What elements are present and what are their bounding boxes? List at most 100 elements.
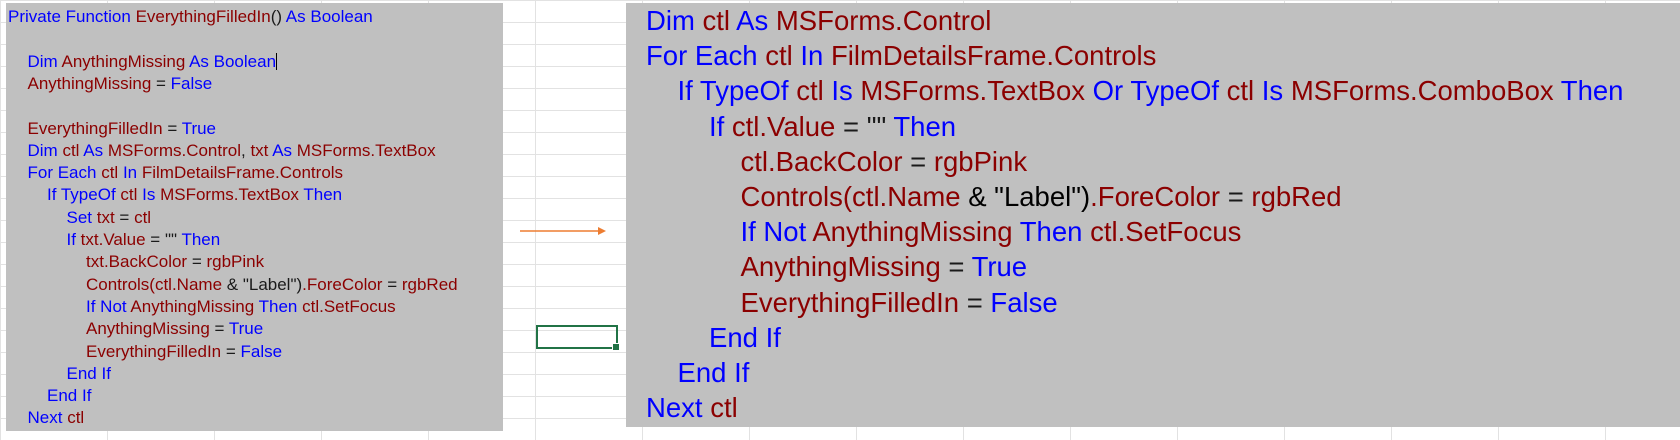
code-token: End If — [709, 321, 781, 353]
code-token: AnythingMissing — [86, 319, 215, 339]
code-token: For Each — [646, 40, 766, 72]
code-token: txt — [96, 207, 120, 227]
code-line: If Not AnythingMissing Then ctl.SetFocus — [741, 214, 1242, 249]
code-token: AnythingMissing — [812, 216, 1020, 248]
code-token: If — [709, 110, 732, 142]
code-token: EverythingFilledIn — [27, 118, 168, 138]
code-line: End If — [709, 320, 781, 355]
code-token: AnythingMissing — [130, 296, 259, 316]
code-token: ctl.SetFocus — [302, 296, 396, 316]
code-token: End If — [66, 363, 111, 383]
code-token: Is — [831, 75, 861, 107]
code-line: Next ctl — [646, 390, 738, 425]
code-token: = — [119, 207, 135, 227]
code-token: ctl — [62, 140, 84, 160]
code-line: EverythingFilledIn = False — [741, 285, 1058, 320]
code-token: .ForeColor — [302, 274, 388, 294]
code-token: .ForeColor — [1090, 181, 1228, 212]
code-token: Controls(ctl.Name — [86, 274, 227, 294]
code-line: If txt.Value = "" Then — [67, 229, 221, 251]
code-token: As — [272, 140, 297, 160]
code-token: ctl.SetFocus — [1090, 216, 1242, 248]
code-token: Next — [646, 392, 711, 424]
code-token: ctl — [765, 40, 801, 72]
code-line: Dim ctl As MSForms.Control — [646, 3, 991, 38]
code-token: txt.Value — [80, 230, 151, 249]
code-token: MSForms.TextBox — [296, 140, 436, 160]
code-token: = — [948, 251, 972, 283]
code-line: Controls(ctl.Name & "Label").ForeColor =… — [86, 274, 458, 296]
code-token: ctl.BackColor — [740, 145, 911, 177]
code-token: ctl — [796, 75, 832, 107]
code-token: & "Label") — [968, 181, 1091, 212]
code-token: ctl — [120, 185, 143, 205]
code-token: Dim — [646, 5, 703, 36]
code-token: In — [800, 40, 831, 72]
code-line: End If — [67, 363, 111, 385]
code-token: For Each — [27, 163, 102, 183]
code-line: End If — [678, 355, 750, 390]
code-token: EverythingFilledIn — [135, 7, 271, 26]
code-token: Then — [258, 296, 303, 316]
code-token: = — [387, 274, 402, 294]
code-line: For Each ctl In FilmDetailsFrame.Control… — [28, 162, 344, 184]
code-token: ctl — [134, 207, 152, 227]
code-token: Next — [27, 408, 68, 428]
code-token: Then — [303, 185, 343, 205]
code-token: = "" — [843, 110, 894, 142]
code-token: As — [736, 5, 776, 36]
code-token: In — [122, 163, 142, 183]
code-line: If TypeOf ctl Is MSForms.TextBox Or Type… — [678, 73, 1624, 108]
code-line: AnythingMissing = False — [28, 73, 213, 95]
code-line: Private Function EverythingFilledIn() As… — [8, 6, 373, 28]
code-line: Set txt = ctl — [67, 207, 152, 229]
code-token: False — [990, 286, 1058, 318]
code-token: Then — [1560, 75, 1624, 107]
code-token: Then — [181, 230, 221, 249]
code-token: EverythingFilledIn — [740, 286, 967, 318]
code-token: EverythingFilledIn — [86, 341, 226, 361]
code-token: As — [83, 140, 108, 160]
code-token: ctl — [1226, 75, 1262, 107]
code-token: & "Label") — [226, 274, 303, 294]
code-token: txt.BackColor — [86, 252, 192, 272]
code-token: = — [167, 118, 182, 138]
code-token: MSForms.TextBox — [160, 185, 304, 205]
code-line: If Not AnythingMissing Then ctl.SetFocus — [86, 296, 396, 318]
code-token: FilmDetailsFrame.Controls — [141, 163, 344, 183]
code-line: Next ctl — [28, 407, 85, 429]
code-line: For Each ctl In FilmDetailsFrame.Control… — [646, 38, 1156, 73]
code-token: MSForms.Control — [107, 140, 241, 160]
code-token: Is — [1261, 75, 1291, 107]
code-token: If — [66, 230, 81, 249]
code-token: End If — [47, 386, 92, 406]
code-line: AnythingMissing = True — [86, 318, 263, 340]
code-token: = — [1227, 181, 1252, 212]
code-line: EverythingFilledIn = False — [86, 341, 282, 363]
code-token: FilmDetailsFrame.Controls — [830, 40, 1157, 72]
code-token: ctl — [702, 5, 737, 36]
code-line: EverythingFilledIn = True — [28, 118, 217, 140]
selected-cell[interactable] — [536, 325, 620, 351]
code-token: ctl — [710, 392, 738, 424]
code-token: AnythingMissing — [61, 51, 190, 71]
code-token: Then — [893, 110, 957, 142]
code-token: Is — [142, 185, 161, 205]
code-token: Dim — [27, 51, 62, 71]
code-token: AnythingMissing — [27, 73, 157, 93]
code-token: = — [966, 286, 991, 318]
fill-handle[interactable] — [612, 343, 620, 351]
code-token: If Not — [740, 216, 813, 248]
code-token: True — [971, 251, 1028, 283]
code-token: End If — [677, 357, 750, 388]
code-token: ctl.Value — [731, 110, 843, 142]
code-line: AnythingMissing = True — [741, 249, 1028, 284]
code-token: rgbPink — [206, 252, 265, 272]
code-line: Dim AnythingMissing As Boolean — [28, 51, 278, 73]
code-line: txt.BackColor = rgbPink — [86, 251, 264, 273]
code-token: True — [228, 319, 264, 339]
code-token: False — [170, 73, 213, 93]
code-token: rgbRed — [401, 274, 458, 294]
right-arrow-icon — [520, 227, 606, 235]
